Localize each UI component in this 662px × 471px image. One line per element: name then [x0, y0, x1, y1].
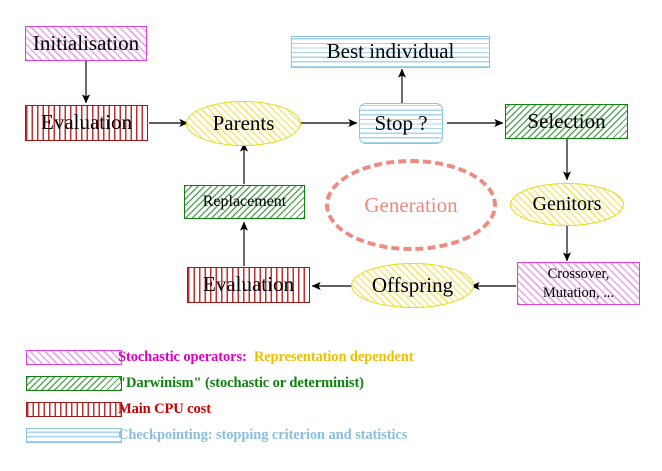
- node-generation-label: Generation: [364, 192, 458, 217]
- legend-swatch-blue: [26, 427, 122, 443]
- legend-label-darwinism: "Darwinism" (stochastic or determinist): [118, 374, 364, 391]
- node-evaluation-bottom-label: Evaluation: [203, 272, 294, 297]
- node-initialisation-label: Initialisation: [32, 30, 140, 55]
- node-crossover-mutation[interactable]: Crossover, Mutation, ...: [517, 262, 640, 305]
- node-stop[interactable]: Stop ?: [359, 103, 443, 144]
- node-best-individual[interactable]: Best individual: [291, 36, 490, 68]
- node-selection-label: Selection: [527, 108, 606, 133]
- legend-swatch-magenta: [26, 349, 122, 365]
- legend-row-darwinism: "Darwinism" (stochastic or determinist): [0, 370, 662, 396]
- node-genitors-label: Genitors: [532, 193, 602, 216]
- node-evaluation-top[interactable]: Evaluation: [25, 105, 148, 141]
- node-initialisation[interactable]: Initialisation: [25, 26, 147, 61]
- node-generation: Generation: [325, 159, 497, 251]
- node-offspring-label: Offspring: [371, 272, 454, 297]
- node-crossover-mutation-label: Crossover, Mutation, ...: [542, 266, 615, 301]
- legend: Stochastic operators: Representation dep…: [0, 338, 662, 458]
- legend-row-stochastic: Stochastic operators: Representation dep…: [0, 344, 662, 370]
- legend-swatch-red: [26, 401, 122, 417]
- legend-swatch-green: [26, 375, 122, 391]
- legend-label-representation-dependent: Representation dependent: [246, 348, 414, 365]
- node-best-individual-label: Best individual: [326, 39, 455, 64]
- node-selection[interactable]: Selection: [505, 104, 628, 139]
- node-parents-label: Parents: [212, 110, 275, 135]
- legend-label-stochastic: Stochastic operators: Representation dep…: [118, 349, 414, 366]
- legend-row-cpu-cost: Main CPU cost: [0, 396, 662, 422]
- node-replacement-label: Replacement: [202, 192, 287, 210]
- legend-label-cpu-cost: Main CPU cost: [118, 400, 211, 417]
- node-evaluation-bottom[interactable]: Evaluation: [187, 267, 310, 303]
- node-stop-label: Stop ?: [374, 110, 428, 135]
- node-parents[interactable]: Parents: [186, 101, 301, 146]
- node-evaluation-top-label: Evaluation: [41, 110, 132, 135]
- legend-row-checkpointing: Checkpointing: stopping criterion and st…: [0, 422, 662, 448]
- node-genitors[interactable]: Genitors: [510, 183, 624, 226]
- node-replacement[interactable]: Replacement: [184, 185, 305, 219]
- legend-label-stochastic-text: Stochastic operators:: [118, 348, 247, 365]
- node-offspring[interactable]: Offspring: [351, 263, 474, 308]
- legend-label-checkpointing: Checkpointing: stopping criterion and st…: [118, 426, 408, 443]
